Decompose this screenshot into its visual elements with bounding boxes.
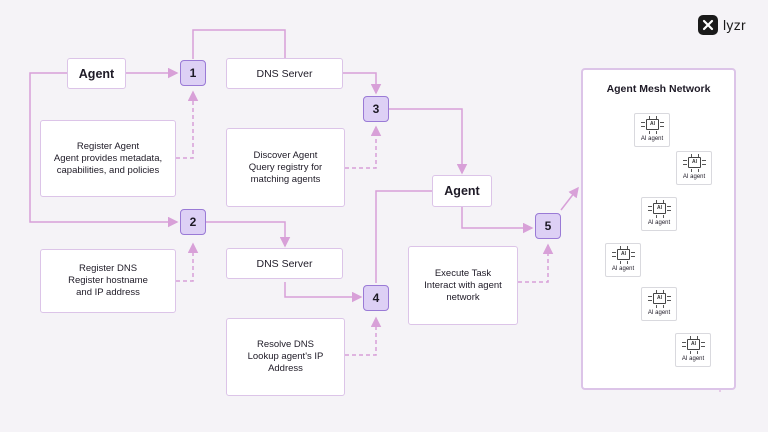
execute-task-title: Execute Task <box>434 267 492 279</box>
ai-agent-label: AI agent <box>647 220 671 226</box>
ai-chip-icon: AI <box>688 157 701 168</box>
ai-chip-icon: AI <box>687 339 700 350</box>
line-step1-to-dns-top <box>192 29 286 59</box>
execute-task-line-1: Interact with agent <box>424 279 502 291</box>
dashed-register-dns-to-step2 <box>176 242 199 282</box>
ai-agent-node: AI AI agent <box>675 333 711 367</box>
ai-agent-label: AI agent <box>647 310 671 316</box>
dns-server-box-top: DNS Server <box>226 58 343 89</box>
discover-agent-line-2: matching agents <box>250 173 321 185</box>
dashed-register-agent-to-step1 <box>176 90 199 159</box>
arrow-dns-bottom-to-step4 <box>284 282 363 303</box>
resolve-dns-title: Resolve DNS <box>256 339 314 350</box>
register-dns-line-2: and IP address <box>76 287 140 298</box>
ai-agent-label: AI agent <box>611 266 635 272</box>
lyzr-logo-text: lyzr <box>723 17 746 33</box>
line-step4-to-agent-center <box>375 190 432 283</box>
line-agent-to-step2 <box>29 72 179 228</box>
ai-chip-icon: AI <box>617 249 630 260</box>
ai-agent-node: AI AI agent <box>676 151 712 185</box>
dashed-execute-to-step5 <box>518 243 554 283</box>
register-dns-box: Register DNS Register hostname and IP ad… <box>40 249 176 313</box>
step-1-badge: 1 <box>180 60 206 86</box>
mesh-title: Agent Mesh Network <box>606 83 711 95</box>
step-2-badge: 2 <box>180 209 206 235</box>
step-5-badge: 5 <box>535 213 561 239</box>
register-agent-line-1: Agent provides metadata, <box>53 152 163 164</box>
register-agent-title: Register Agent <box>76 140 140 152</box>
register-agent-box: Register Agent Agent provides metadata, … <box>40 120 176 197</box>
lyzr-logo-icon <box>698 15 718 35</box>
ai-agent-node: AI AI agent <box>605 243 641 277</box>
dns-server-box-bottom: DNS Server <box>226 248 343 279</box>
arrow-dns-top-to-step3 <box>343 72 382 95</box>
resolve-dns-box: Resolve DNS Lookup agent's IP Address <box>226 318 345 396</box>
discover-agent-title: Discover Agent <box>253 149 318 161</box>
step-4-badge: 4 <box>363 285 389 311</box>
arrow-agent-center-to-step5 <box>461 207 534 234</box>
ai-chip-icon: AI <box>653 203 666 214</box>
ai-chip-icon: AI <box>653 293 666 304</box>
ai-agent-label: AI agent <box>640 136 664 142</box>
discover-agent-line-1: Query registry for <box>248 161 323 173</box>
ai-agent-label: AI agent <box>682 174 706 180</box>
execute-task-line-2: network <box>446 291 480 303</box>
arrow-step3-to-agent-center <box>388 108 468 175</box>
arrow-step5-to-mesh <box>560 186 579 211</box>
register-dns-title: Register DNS <box>78 263 138 274</box>
execute-task-box: Execute Task Interact with agent network <box>408 246 518 325</box>
ai-agent-node: AI AI agent <box>634 113 670 147</box>
register-agent-line-2: capabilities, and policies <box>56 164 160 176</box>
resolve-dns-line-2: Address <box>268 363 303 374</box>
ai-agent-node: AI AI agent <box>641 197 677 231</box>
resolve-dns-line-1: Lookup agent's IP <box>247 351 324 362</box>
dashed-resolve-to-step4 <box>345 316 382 356</box>
ai-agent-node: AI AI agent <box>641 287 677 321</box>
arrow-step2-to-dns-bottom <box>206 221 291 248</box>
register-dns-line-1: Register hostname <box>68 275 148 286</box>
agent-box-left: Agent <box>67 58 126 89</box>
agent-box-center: Agent <box>432 175 492 207</box>
step-3-badge: 3 <box>363 96 389 122</box>
ai-chip-icon: AI <box>646 119 659 130</box>
ai-agent-label: AI agent <box>681 356 705 362</box>
lyzr-logo: lyzr <box>698 15 746 35</box>
dashed-discover-to-step3 <box>345 125 382 169</box>
discover-agent-box: Discover Agent Query registry for matchi… <box>226 128 345 207</box>
